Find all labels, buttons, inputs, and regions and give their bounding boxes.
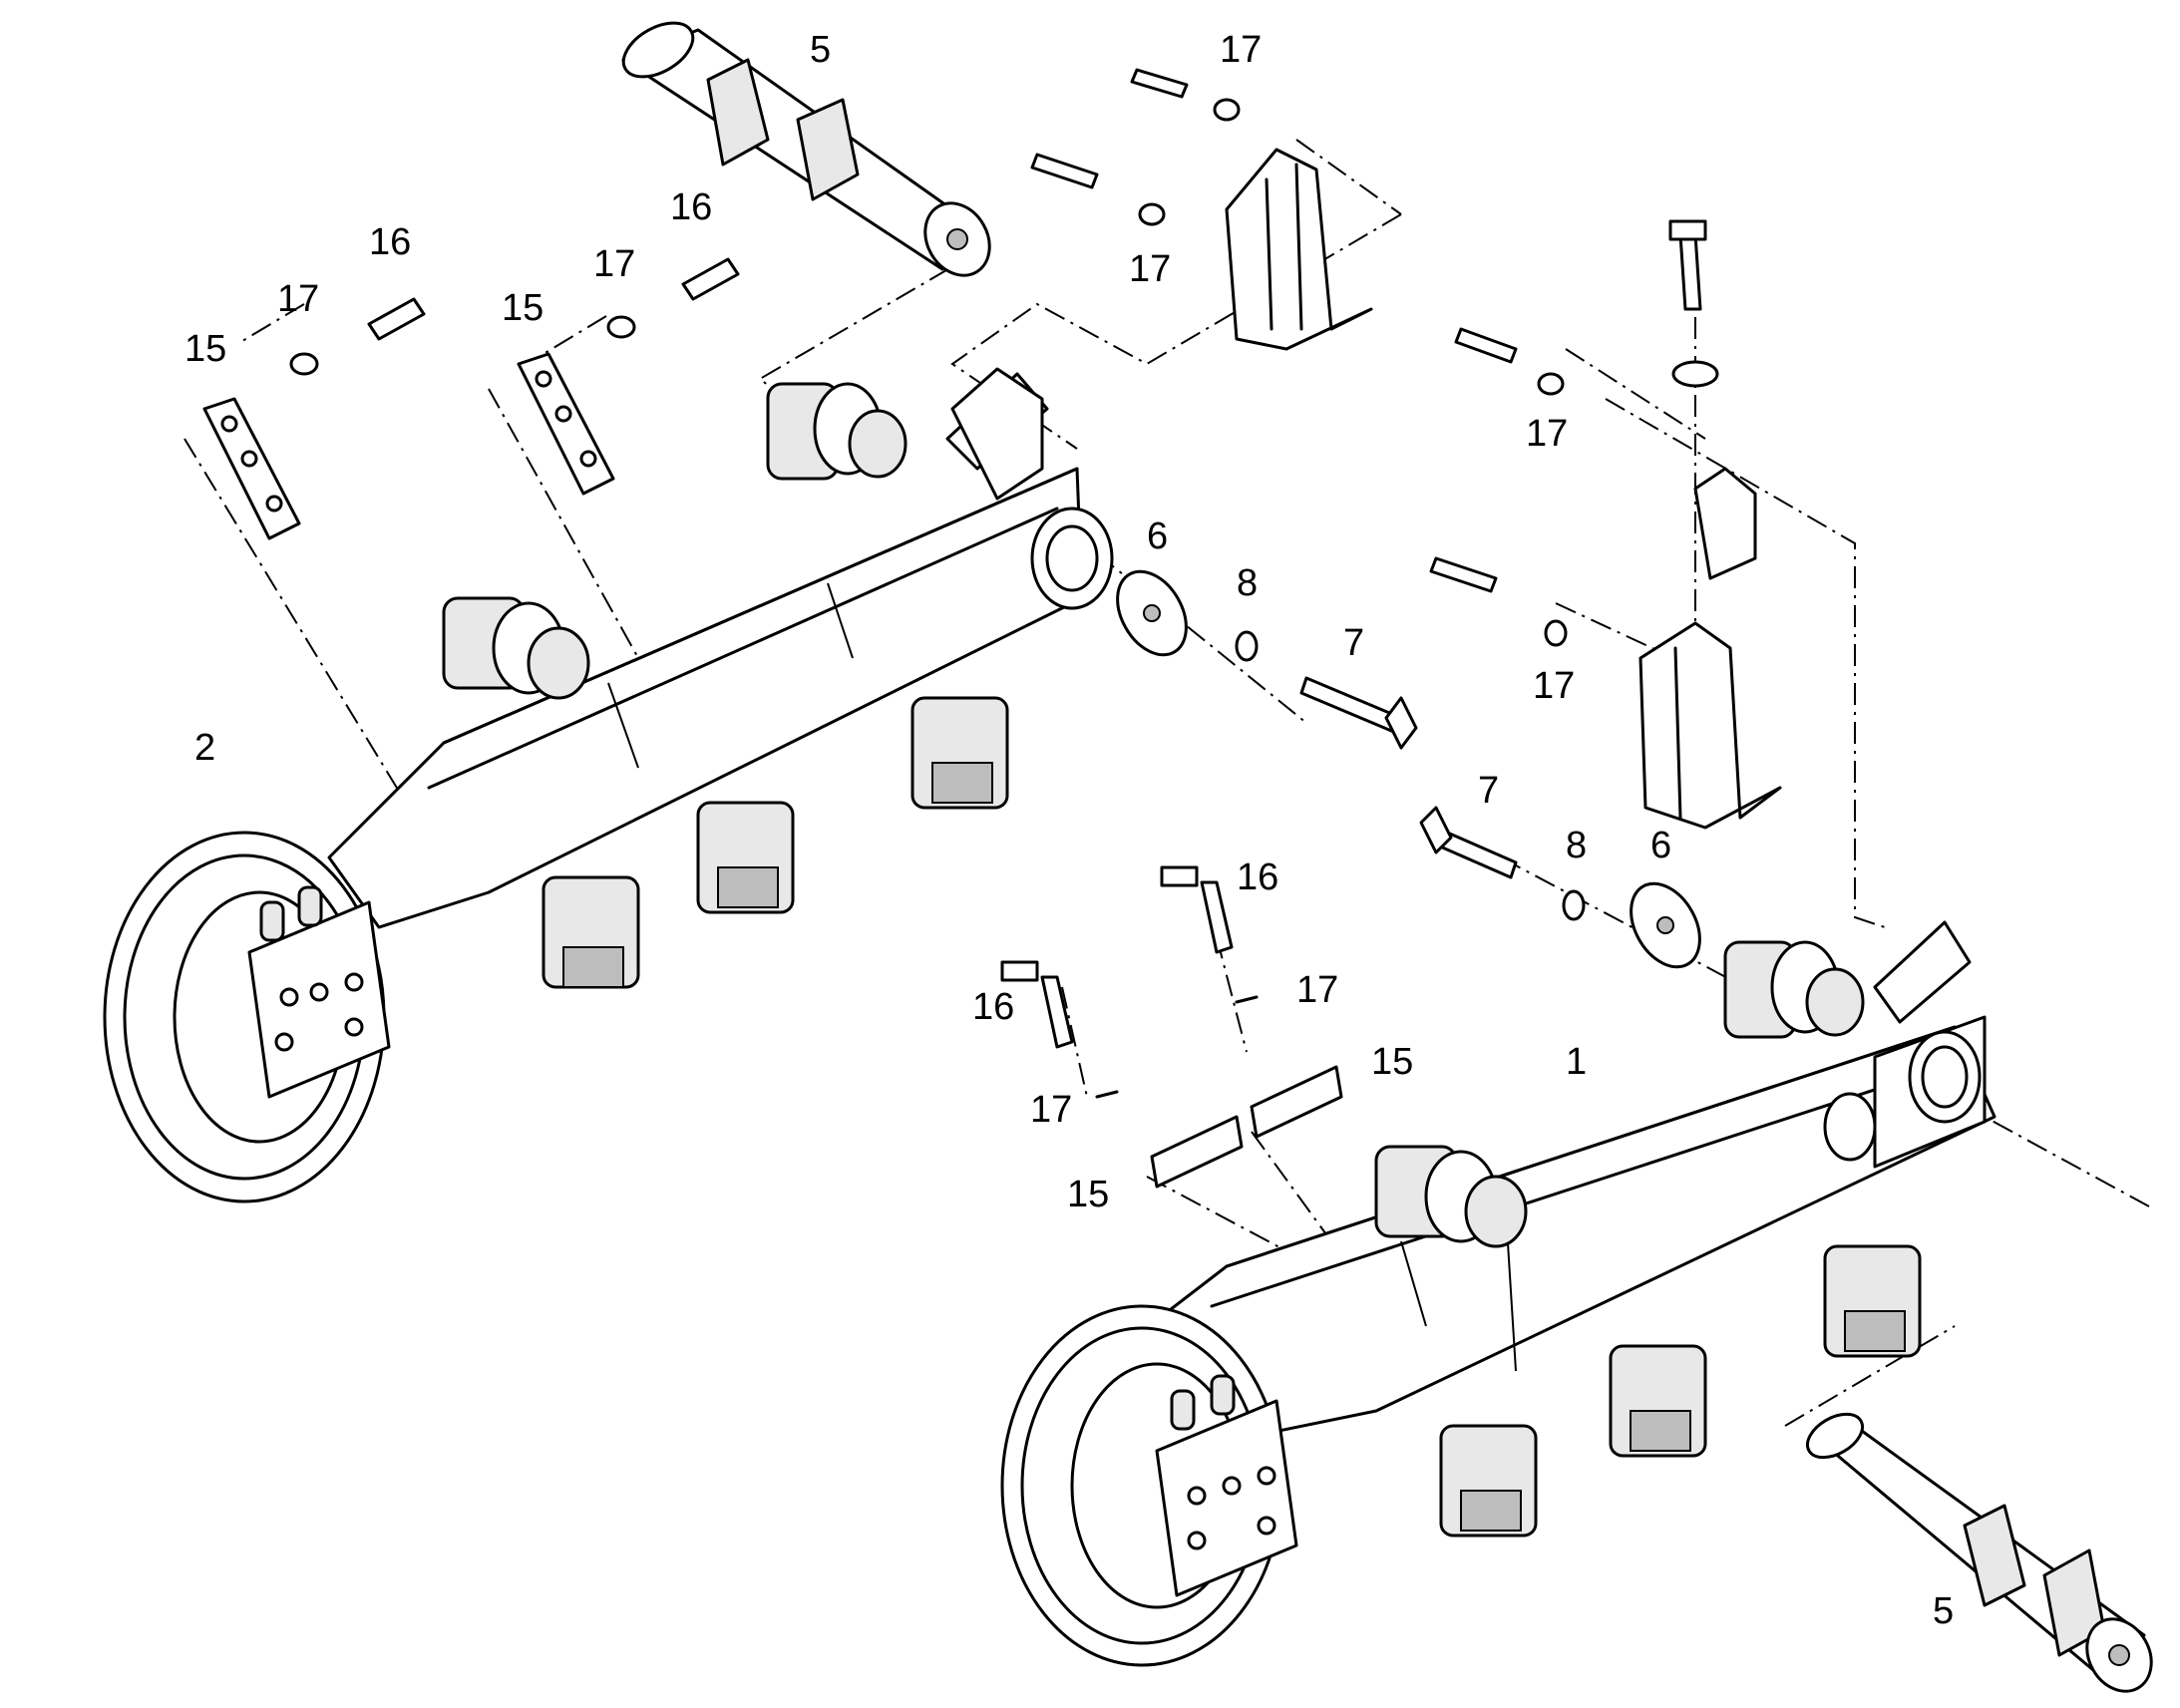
callout-6-left: 6 [1147, 515, 1168, 557]
track-frame-1 [1000, 920, 1997, 1667]
callout-7-left: 7 [1343, 622, 1364, 664]
pin-5-bottom [1806, 1412, 2153, 1693]
callout-17-d: 17 [1129, 248, 1171, 290]
callout-16-b: 16 [670, 186, 712, 228]
callout-17-b: 17 [593, 243, 635, 285]
callout-17-c: 17 [1220, 29, 1262, 71]
pin-5-top [621, 21, 991, 277]
washers-6-8 [1116, 569, 1701, 969]
callout-1: 1 [1566, 1041, 1587, 1083]
callout-5-top: 5 [810, 29, 831, 71]
callout-15-d: 15 [1067, 1174, 1109, 1215]
callout-17-h: 17 [1030, 1089, 1072, 1131]
callout-16-d: 16 [972, 986, 1014, 1028]
bolts [367, 68, 1707, 1049]
track-guard-right [1638, 467, 1782, 830]
callouts: 1 2 5 5 6 6 7 7 8 8 15 15 15 15 16 16 16… [184, 29, 1954, 1632]
callout-16-a: 16 [369, 221, 411, 263]
callout-8-left: 8 [1237, 562, 1258, 604]
callout-7-right: 7 [1478, 770, 1499, 812]
track-guard-upper [1225, 148, 1373, 351]
callout-17-e: 17 [1526, 413, 1568, 455]
callout-5-bottom: 5 [1933, 1590, 1954, 1632]
callout-17-f: 17 [1533, 665, 1575, 707]
callout-6-right: 6 [1650, 825, 1671, 866]
callout-17-g: 17 [1296, 969, 1338, 1011]
callout-15-c: 15 [1371, 1041, 1413, 1083]
callout-8-right: 8 [1566, 825, 1587, 866]
callout-17-a: 17 [277, 278, 319, 320]
callout-2: 2 [194, 727, 215, 769]
lock-washers-17 [289, 98, 1719, 1099]
callout-15-b: 15 [502, 287, 544, 329]
track-frame-2 [103, 367, 1114, 1203]
wear-plates-15 [202, 352, 1343, 1189]
callout-15-a: 15 [184, 328, 226, 370]
callout-16-c: 16 [1237, 856, 1278, 898]
